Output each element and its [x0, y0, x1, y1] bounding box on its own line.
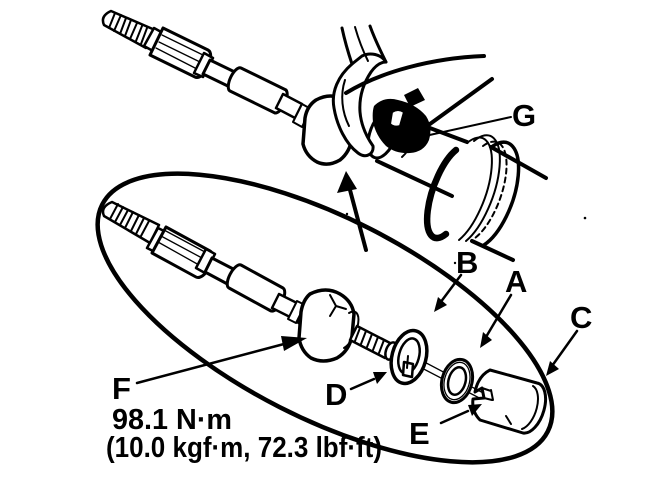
label-f-arrowhead — [281, 336, 307, 351]
callout-b: B — [434, 245, 478, 312]
label-a-leader — [484, 293, 513, 339]
label-e-leader — [439, 409, 470, 425]
label-d-arrowhead — [373, 372, 387, 384]
rack-end-inset — [471, 368, 548, 435]
label-b-leader — [438, 273, 463, 305]
label-c: C — [570, 300, 592, 335]
label-f: F — [112, 371, 131, 406]
label-f-leader — [135, 342, 286, 385]
label-e-arrowhead — [468, 404, 482, 416]
upper-assembly: G — [101, 9, 587, 265]
tie-rod-threads-upper — [101, 9, 157, 50]
tie-rod-inset — [101, 200, 398, 363]
wrench — [331, 24, 388, 158]
label-b-arrowhead — [434, 297, 447, 312]
label-d-leader — [349, 377, 376, 391]
rack-body-edges — [470, 145, 548, 262]
lock-washer-inset — [389, 328, 429, 386]
washer-inset — [439, 357, 475, 405]
scan-specks — [345, 212, 587, 265]
label-g-leader — [415, 116, 512, 139]
tie-rod-step-upper — [192, 51, 215, 79]
callout-oval — [95, 171, 555, 465]
inset-pointer-arrow — [337, 171, 368, 252]
torque-value: 98.1 N·m — [112, 404, 232, 436]
label-a-arrowhead — [480, 332, 492, 348]
label-d: D — [325, 377, 347, 412]
callout-e: E — [409, 404, 482, 451]
label-a: A — [505, 264, 527, 299]
boot-bushing — [423, 134, 521, 247]
label-b: B — [456, 245, 478, 280]
callout-g: G — [404, 98, 536, 147]
callout-d: D — [325, 372, 387, 412]
label-c-arrowhead — [546, 361, 559, 376]
label-c-leader — [550, 329, 579, 368]
label-g-arrowhead — [404, 131, 418, 147]
callout-c: C — [546, 300, 592, 376]
torque-spec: 98.1 N·m (10.0 kgf·m, 72.3 lbf·ft) — [106, 404, 382, 464]
callout-a: A — [480, 264, 527, 348]
inset-detail: B A C D E F — [95, 171, 592, 465]
label-g: G — [512, 98, 536, 133]
callout-f: F — [112, 336, 307, 406]
gear-housing-lines — [344, 54, 494, 139]
torque-alternate-units: (10.0 kgf·m, 72.3 lbf·ft) — [106, 432, 382, 464]
label-e: E — [409, 416, 430, 451]
